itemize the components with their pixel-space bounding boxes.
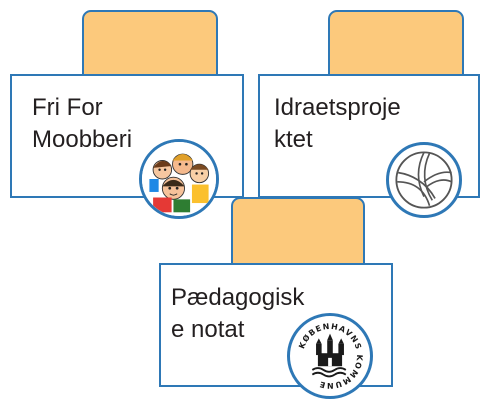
kobenhavns-kommune-seal-icon: KØBENHAVNS KOMMUNE bbox=[287, 313, 373, 399]
tile-fri-for-mobberi-label: Fri For Moobberi bbox=[32, 94, 133, 153]
tile-paedagogiske-notat-label: Pædagogisk e notat bbox=[171, 284, 305, 343]
volleyball-icon bbox=[386, 142, 462, 218]
children-cartoon-icon bbox=[139, 139, 219, 219]
tile-fri-for-mobberi[interactable]: Fri For Moobberi bbox=[10, 74, 244, 198]
tile-idraetsprojektet-label: Idraetsproje ktet bbox=[274, 94, 401, 153]
